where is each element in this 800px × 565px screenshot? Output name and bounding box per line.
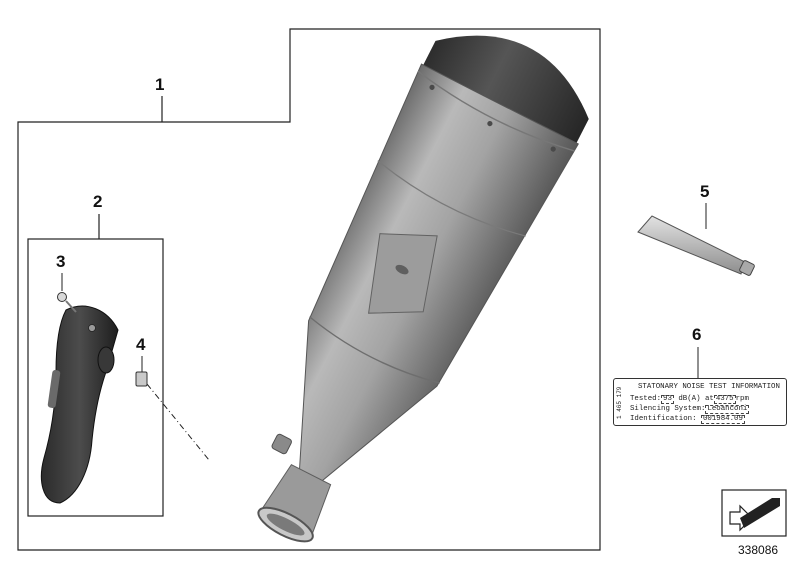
clip-nut-body: [135, 371, 148, 387]
callout-2: 2: [93, 192, 103, 211]
callout-4: 4: [136, 335, 146, 354]
bracket-bushing: [97, 346, 115, 374]
label-db-value: 93: [661, 395, 674, 405]
paste-tube: [637, 203, 755, 276]
silencer: [257, 35, 589, 543]
callout-5: 5: [700, 182, 710, 201]
rivet: [429, 84, 435, 90]
label-db-unit: dB(A) at: [678, 395, 714, 403]
label-tested-prefix: Tested:: [630, 395, 662, 403]
screw-shank: [65, 300, 77, 313]
label-part-number: 1 465 179: [616, 386, 623, 420]
label-silencing-prefix: Silencing System:: [630, 405, 706, 413]
callout-6: 6: [692, 325, 702, 344]
bracket-bolt-hole: [88, 324, 96, 332]
label-identification-value: 001984.09: [700, 415, 745, 425]
assembly-frame-1: [17, 28, 601, 551]
label-rpm-unit: rpm: [735, 395, 749, 403]
screw-head: [57, 292, 67, 302]
diagram-number: 338086: [738, 543, 779, 557]
mounting-boss: [271, 433, 292, 455]
callout-1: 1: [155, 75, 165, 94]
silencer-seam-top: [417, 70, 575, 152]
noise-test-label: 1 465 179 STATONARY NOISE TEST INFORMATI…: [613, 378, 787, 426]
assembly-frame-2: [27, 238, 164, 517]
heat-shield-hole: [395, 264, 409, 275]
inlet-pipe-bore: [266, 513, 305, 536]
clip-nut: [135, 356, 148, 387]
label-rpm-value: 4375: [713, 395, 736, 405]
label-silencing-row: Silencing System:Leoanconi: [630, 405, 750, 415]
label-title: STATONARY NOISE TEST INFORMATION: [638, 383, 780, 391]
label-identification-row: Identification: 001984.09: [630, 415, 745, 425]
paste-tube-cap: [739, 260, 755, 276]
paste-tube-body: [637, 215, 746, 275]
label-silencing-value: Leoanconi: [705, 405, 750, 415]
callout-3: 3: [56, 252, 66, 271]
silencer-bracket: [40, 305, 119, 504]
silencer-seam-mid: [377, 160, 526, 237]
rivet: [550, 146, 556, 152]
assembly-line: [146, 383, 210, 461]
diagram-reference-icon: [721, 489, 787, 537]
rivet: [487, 120, 493, 127]
silencer-seam-low: [309, 316, 440, 384]
bracket-slot: [47, 370, 61, 408]
label-identification-prefix: Identification:: [630, 415, 697, 423]
silencer-end-cap: [422, 35, 589, 145]
screw: [57, 273, 77, 313]
